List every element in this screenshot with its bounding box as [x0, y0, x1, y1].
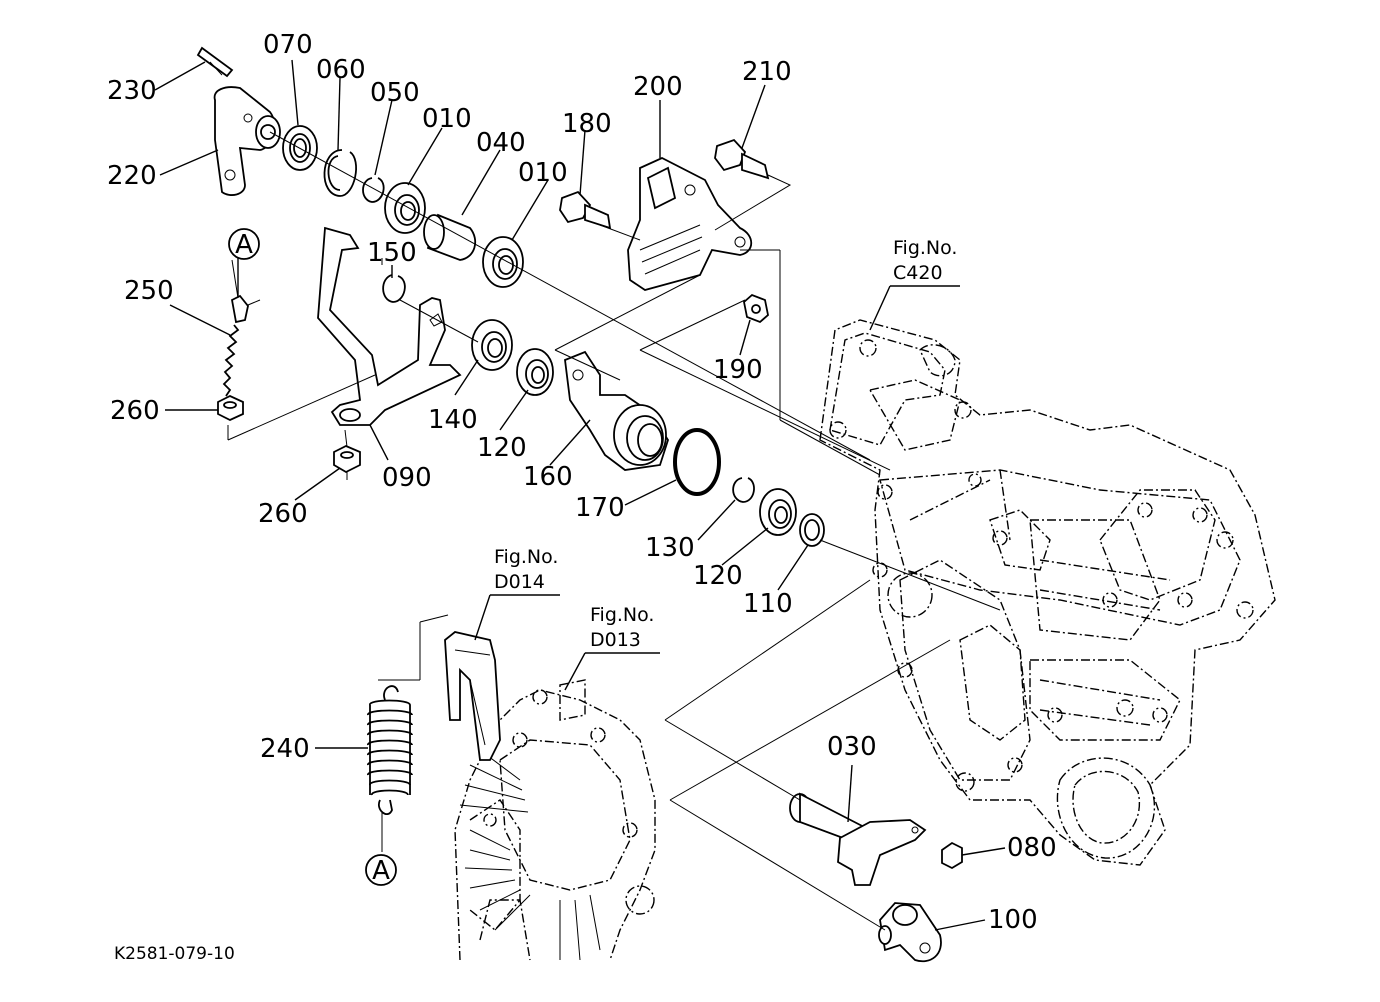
circle-marker-a-top: A — [228, 228, 260, 260]
part-040-collar — [423, 213, 477, 261]
svg-text:A: A — [372, 856, 390, 886]
callout-010-a: 010 — [422, 104, 472, 134]
callout-190: 190 — [713, 355, 763, 385]
circle-marker-a-bottom: A — [365, 854, 397, 886]
callout-070: 070 — [263, 30, 313, 60]
callout-010-b: 010 — [518, 158, 568, 188]
figure-ref-lines — [474, 285, 960, 691]
callout-050: 050 — [370, 78, 420, 108]
part-170-o-ring — [673, 428, 721, 496]
part-230-pin — [196, 46, 234, 78]
part-060-snap-ring — [323, 149, 357, 197]
part-190-nut — [743, 293, 769, 324]
callout-100: 100 — [988, 905, 1038, 935]
transmission-case — [819, 319, 1276, 866]
svg-text:Fig.No.: Fig.No. — [590, 604, 654, 626]
callout-200: 200 — [633, 72, 683, 102]
callout-250: 250 — [124, 276, 174, 306]
fig-ref-c420: Fig.No. C420 — [893, 237, 957, 284]
callout-150: 150 — [367, 238, 417, 268]
svg-text:A: A — [235, 230, 253, 260]
part-010-bearing-a — [384, 182, 426, 234]
callout-140: 140 — [428, 405, 478, 435]
part-110-washer — [799, 513, 825, 547]
callout-120-b: 120 — [693, 561, 743, 591]
svg-text:C420: C420 — [893, 262, 943, 284]
callout-180: 180 — [562, 109, 612, 139]
part-240-spring — [367, 685, 413, 815]
callout-240: 240 — [260, 734, 310, 764]
callout-080: 080 — [1007, 833, 1057, 863]
drawing-code: K2581-079-10 — [114, 944, 235, 964]
callout-210: 210 — [742, 57, 792, 87]
part-090-lever — [317, 226, 462, 426]
part-030-shaft — [789, 792, 927, 886]
part-210-bolt — [714, 138, 770, 180]
callout-130: 130 — [645, 533, 695, 563]
part-160-release-hub — [564, 350, 669, 471]
svg-text:Fig.No.: Fig.No. — [893, 237, 957, 259]
callout-030: 030 — [827, 732, 877, 762]
part-120-bearing-b — [759, 488, 797, 536]
callout-120-a: 120 — [477, 433, 527, 463]
part-260-nut-b — [333, 445, 361, 474]
callout-260-b: 260 — [258, 499, 308, 529]
part-150-circlip — [382, 274, 406, 303]
part-050-circlip — [362, 177, 385, 203]
callout-160: 160 — [523, 462, 573, 492]
lever-d014 — [444, 631, 501, 761]
part-180-bolt — [559, 190, 612, 230]
leader-lines — [154, 59, 1006, 931]
svg-text:Fig.No.: Fig.No. — [494, 546, 558, 568]
housing-partial — [454, 679, 656, 961]
part-120-bearing-a — [516, 348, 554, 396]
svg-text:D014: D014 — [494, 571, 545, 593]
part-140-bearing — [471, 319, 513, 371]
callout-labels: 230 220 070 060 050 010 040 010 180 200 … — [107, 30, 1057, 935]
callout-220: 220 — [107, 161, 157, 191]
callout-260-a: 260 — [110, 396, 160, 426]
callout-230: 230 — [107, 76, 157, 106]
part-200-plate — [627, 157, 753, 291]
callout-090: 090 — [382, 463, 432, 493]
callout-060: 060 — [316, 55, 366, 85]
part-080-nut — [941, 841, 963, 870]
callout-110: 110 — [743, 589, 793, 619]
part-220-arm — [213, 86, 281, 196]
part-260-nut-a — [217, 395, 244, 421]
callout-170: 170 — [575, 493, 625, 523]
part-100-arm — [878, 902, 942, 963]
part-010-bearing-b — [482, 236, 524, 288]
fig-ref-d013: Fig.No. D013 — [590, 604, 654, 651]
part-130-circlip — [732, 477, 755, 503]
part-250-rod — [222, 294, 249, 397]
fig-ref-d014: Fig.No. D014 — [494, 546, 558, 593]
callout-040: 040 — [476, 128, 526, 158]
svg-text:D013: D013 — [590, 629, 641, 651]
